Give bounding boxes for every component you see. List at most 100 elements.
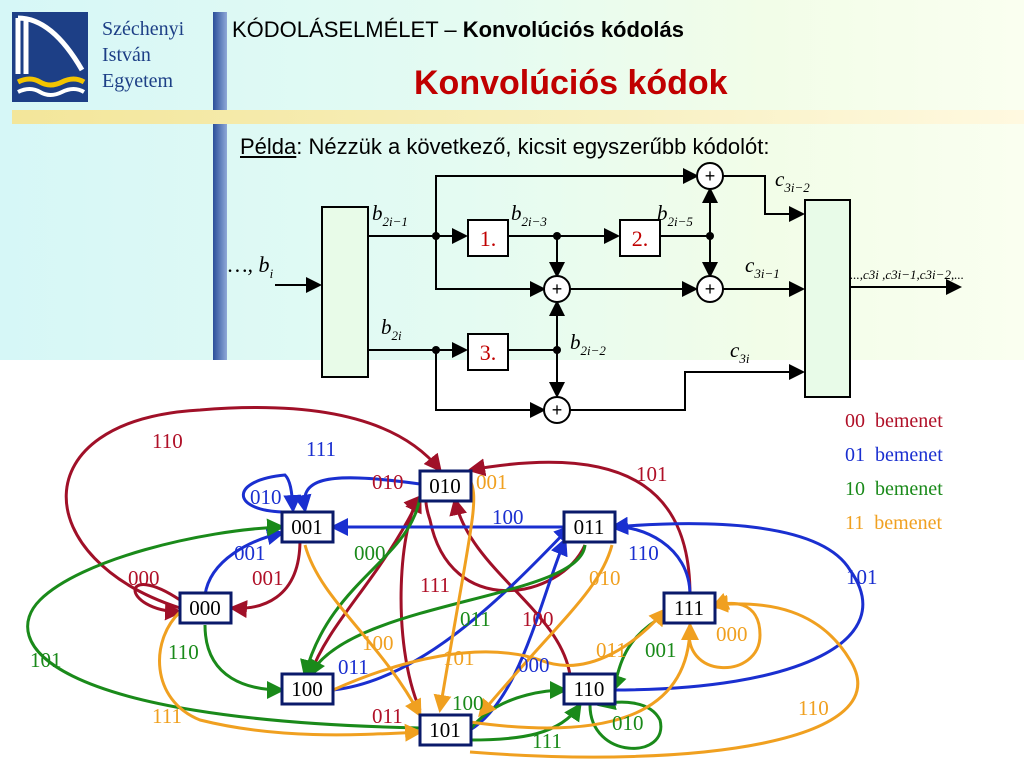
edge-label: 111 (420, 573, 450, 597)
edge-label: 001 (645, 638, 677, 662)
state-label: 111 (674, 596, 704, 620)
state-box-110 (562, 672, 617, 706)
adder-symbol: + (705, 279, 716, 299)
adder-symbol: + (552, 400, 563, 420)
state-box-101 (418, 713, 473, 747)
edge-label: 100 (492, 505, 524, 529)
edge-label: 100 (522, 607, 554, 631)
input-sequence-label: …, bi (228, 252, 274, 281)
course-name: KÓDOLÁSELMÉLET (232, 17, 439, 42)
edge-label: 000 (354, 541, 386, 565)
state-label: 100 (291, 677, 323, 701)
legend-item-11: 11 bemenet (845, 512, 943, 534)
course-heading: KÓDOLÁSELMÉLET – Konvolúciós kódolás (232, 17, 684, 43)
adder-c3i-2 (696, 162, 724, 190)
state-box-010 (418, 469, 473, 503)
edge-label: 110 (628, 541, 659, 565)
state-transitions (26, 406, 865, 759)
state-label: 011 (574, 515, 605, 539)
delay-3-box (467, 333, 509, 371)
adder-mid (543, 275, 571, 303)
edge-label: 110 (152, 429, 183, 453)
horizontal-accent-bar (12, 110, 1024, 124)
delay-3-label: 3. (480, 340, 497, 365)
delay-1-box (467, 219, 509, 257)
state-label: 101 (429, 718, 461, 742)
vertical-accent-bar (213, 12, 227, 360)
state-label: 110 (574, 677, 605, 701)
delay-1-label: 1. (480, 226, 497, 251)
example-label: Példa (240, 134, 297, 159)
edge-label: 011 (372, 704, 403, 728)
adders (543, 162, 724, 424)
svg-text:b2i−3: b2i−3 (511, 201, 547, 229)
state-box-001 (280, 510, 335, 544)
edge-label: 110 (168, 640, 199, 664)
edge-label: 110 (798, 696, 829, 720)
adder-symbol: + (552, 279, 563, 299)
edge-labels: 110 111 010 001 101 010 100 001 000 110 … (30, 429, 878, 753)
state-box-000 (178, 591, 233, 625)
state-box-100 (280, 672, 335, 706)
university-name-line-1: Széchenyi (102, 18, 185, 40)
edge-label: 001 (234, 541, 266, 565)
edge-label: 000 (518, 653, 550, 677)
edge-label: 001 (252, 566, 284, 590)
junction-dots (432, 232, 714, 354)
edge-label: 010 (589, 566, 621, 590)
svg-text:c3i: c3i (730, 338, 750, 366)
edge-label: 111 (152, 704, 182, 728)
topic-name: Konvolúciós kódolás (462, 17, 684, 42)
edge-label: 100 (362, 631, 394, 655)
edge-label: 010 (250, 485, 282, 509)
university-name-line-3: Egyetem (102, 70, 174, 92)
example-text: Példa: Nézzük a következő, kicsit egysze… (240, 134, 770, 160)
svg-text:b2i−2: b2i−2 (570, 330, 606, 358)
edge-label: 011 (596, 638, 627, 662)
encoder-circuit (275, 168, 962, 418)
edge-label: 111 (532, 729, 562, 753)
edge-label: 010 (612, 711, 644, 735)
edge-label: 011 (460, 607, 491, 631)
university-name-line-2: István (102, 44, 151, 66)
edge-label: 000 (716, 622, 748, 646)
legend-item-01: 01 bemenet (845, 444, 943, 466)
state-label: 010 (429, 474, 461, 498)
state-label: 000 (189, 596, 221, 620)
example-description: : Nézzük a következő, kicsit egyszerűbb … (296, 134, 770, 159)
edge-label: 100 (452, 691, 484, 715)
state-label: 001 (291, 515, 323, 539)
edge-label: 101 (443, 646, 475, 670)
delay-2-box (619, 219, 661, 257)
adder-symbol: + (705, 166, 716, 186)
adder-c3i (543, 396, 571, 424)
edge-label: 101 (846, 565, 878, 589)
edge-label: 011 (338, 655, 369, 679)
state-box-011 (562, 510, 617, 544)
output-multiplexer (804, 199, 851, 398)
legend-item-10: 10 bemenet (845, 478, 943, 500)
state-boxes (178, 469, 717, 747)
delay-2-label: 2. (632, 226, 649, 251)
adder-c3i-1 (696, 275, 724, 303)
separator: – (438, 17, 463, 42)
edge-label: 101 (30, 648, 62, 672)
page-title: Konvolúciós kódok (414, 64, 728, 102)
svg-text:b2i: b2i (381, 315, 402, 343)
edge-label: 001 (476, 470, 508, 494)
edge-label: 111 (306, 437, 336, 461)
svg-text:c3i−2: c3i−2 (775, 167, 810, 195)
svg-text:b2i−1: b2i−1 (372, 201, 408, 229)
svg-text:c3i−1: c3i−1 (745, 253, 780, 281)
edge-label: 000 (128, 566, 160, 590)
edge-label: 101 (636, 462, 668, 486)
serial-parallel-converter (321, 206, 369, 378)
output-sequence-label: ...,c3i ,c3i−1,c3i−2,... (850, 267, 964, 282)
legend-item-00: 00 bemenet (845, 410, 943, 432)
svg-text:b2i−5: b2i−5 (657, 201, 693, 229)
state-box-111 (662, 591, 717, 625)
edge-label: 010 (372, 470, 404, 494)
header-background (0, 0, 1024, 360)
university-logo-icon (12, 12, 88, 102)
